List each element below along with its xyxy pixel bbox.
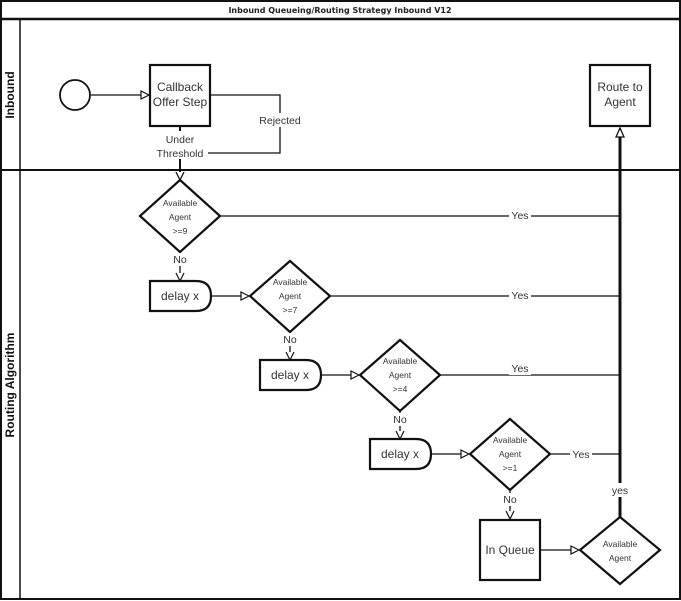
arrowhead [285, 351, 295, 362]
route-to-agent[interactable]: Route to Agent [588, 63, 652, 128]
edge-label-no-4: No [393, 414, 407, 426]
svg-text:delay x: delay x [381, 447, 419, 461]
diagram-title: Inbound Queueing/Routing Strategy Inboun… [228, 6, 451, 15]
trunk-arrowhead [614, 126, 626, 138]
decision-available-agent[interactable]: Available Agent [578, 515, 662, 586]
edge-label-yes-queue: yes [612, 485, 628, 497]
svg-text:Available: Available [163, 198, 198, 208]
svg-text:Agent: Agent [279, 291, 302, 301]
svg-text:Agent: Agent [604, 95, 636, 109]
decision-available-agent-7[interactable]: Available Agent >=7 [248, 259, 332, 334]
in-queue-step[interactable]: In Queue [478, 518, 542, 582]
svg-text:Agent: Agent [389, 370, 412, 380]
svg-text:Agent: Agent [609, 553, 632, 563]
edge-label-threshold: Threshold [157, 148, 204, 160]
svg-text:Available: Available [383, 356, 418, 366]
svg-text:>=7: >=7 [283, 305, 298, 315]
svg-text:>=4: >=4 [393, 384, 408, 394]
decision-available-agent-1[interactable]: Available Agent >=1 [468, 417, 552, 492]
svg-text:Agent: Agent [499, 449, 522, 459]
svg-text:delay x: delay x [271, 368, 309, 382]
edge-label-rejected: Rejected [259, 115, 301, 127]
svg-text:Available: Available [273, 277, 308, 287]
svg-text:Callback: Callback [157, 80, 204, 94]
lane-inbound-label: Inbound [3, 71, 17, 118]
lane-routing-algorithm: Routing Algorithm [3, 333, 17, 438]
lane-inbound: Inbound [3, 71, 17, 118]
svg-text:delay x: delay x [161, 289, 199, 303]
decision-available-agent-9[interactable]: Available Agent >=9 [138, 178, 222, 254]
svg-text:>=1: >=1 [503, 463, 518, 473]
svg-text:Available: Available [493, 435, 528, 445]
decision-available-agent-4[interactable]: Available Agent >=4 [358, 338, 442, 413]
arrowhead [175, 272, 185, 283]
callback-offer-step[interactable]: Callback Offer Step [148, 63, 212, 128]
edge-label-no-9: No [173, 254, 187, 266]
lane-routing-label: Routing Algorithm [3, 333, 17, 438]
arrowhead [505, 510, 515, 521]
svg-text:In Queue: In Queue [485, 543, 535, 557]
edge-label-no-7: No [283, 334, 297, 346]
edge-label-yes-7: Yes [511, 290, 528, 302]
svg-text:Route to: Route to [597, 80, 643, 94]
svg-text:Available: Available [603, 539, 638, 549]
delay-step-3[interactable]: delay x [368, 437, 433, 471]
edge-label-yes-1: Yes [572, 449, 589, 461]
svg-text:>=9: >=9 [173, 226, 188, 236]
edge-label-yes-9: Yes [511, 210, 528, 222]
svg-text:Offer Step: Offer Step [153, 95, 208, 109]
start-event[interactable] [59, 79, 91, 111]
edge-label-no-1: No [503, 494, 517, 506]
edge-label-yes-4: Yes [511, 363, 528, 375]
delay-step-1[interactable]: delay x [148, 279, 213, 313]
arrowhead [395, 430, 405, 441]
edge-label-under: Under [166, 134, 195, 146]
svg-text:Agent: Agent [169, 212, 192, 222]
delay-step-2[interactable]: delay x [258, 358, 323, 392]
